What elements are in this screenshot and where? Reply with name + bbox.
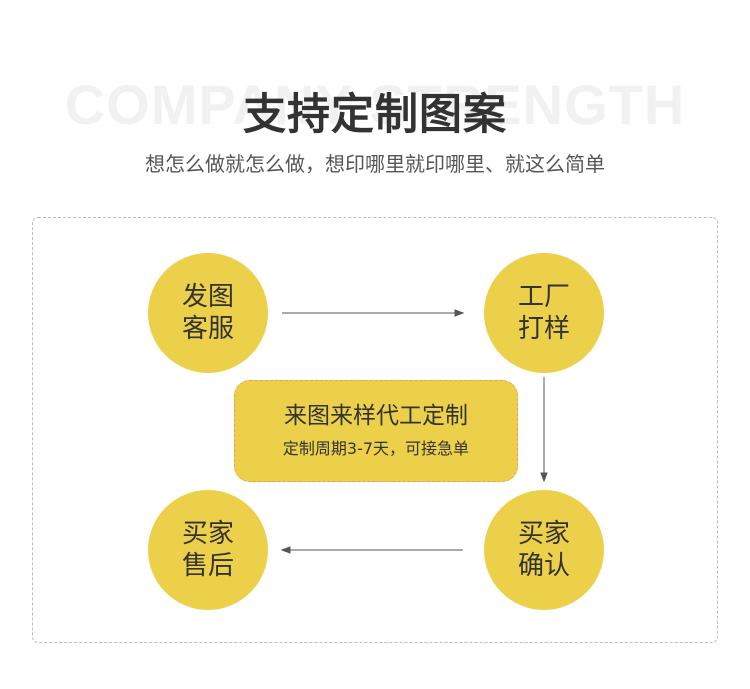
page-subtitle: 想怎么做就怎么做，想印哪里就印哪里、就这么简单 [145,152,605,176]
node-line-2: 确认 [517,551,570,581]
node-line-2: 售后 [181,551,234,581]
buyer-confirm-node: 买家 确认 [484,490,604,610]
arrow-right [282,309,465,317]
node-line-1: 买家 [181,519,234,549]
factory-sample-node: 工厂 打样 [484,253,604,373]
arrow-down [540,377,548,483]
node-line-1: 工厂 [517,282,570,312]
custom-service-subtitle: 定制周期3-7天，可接急单 [282,439,470,458]
custom-service-box: 来图来样代工定制 定制周期3-7天，可接急单 [234,380,518,482]
node-line-2: 打样 [517,314,570,344]
background-watermark-word: COMPANY STRENGTH [64,73,686,136]
custom-service-title: 来图来样代工定制 [284,403,468,429]
arrow-left [280,546,463,554]
node-line-1: 买家 [517,519,570,549]
flow-frame [32,217,718,643]
node-line-2: 客服 [181,314,234,344]
page-title: 支持定制图案 [243,90,507,140]
send-image-to-service-node: 发图 客服 [148,253,268,373]
node-line-1: 发图 [181,282,234,312]
buyer-after-sale-node: 买家 售后 [148,490,268,610]
